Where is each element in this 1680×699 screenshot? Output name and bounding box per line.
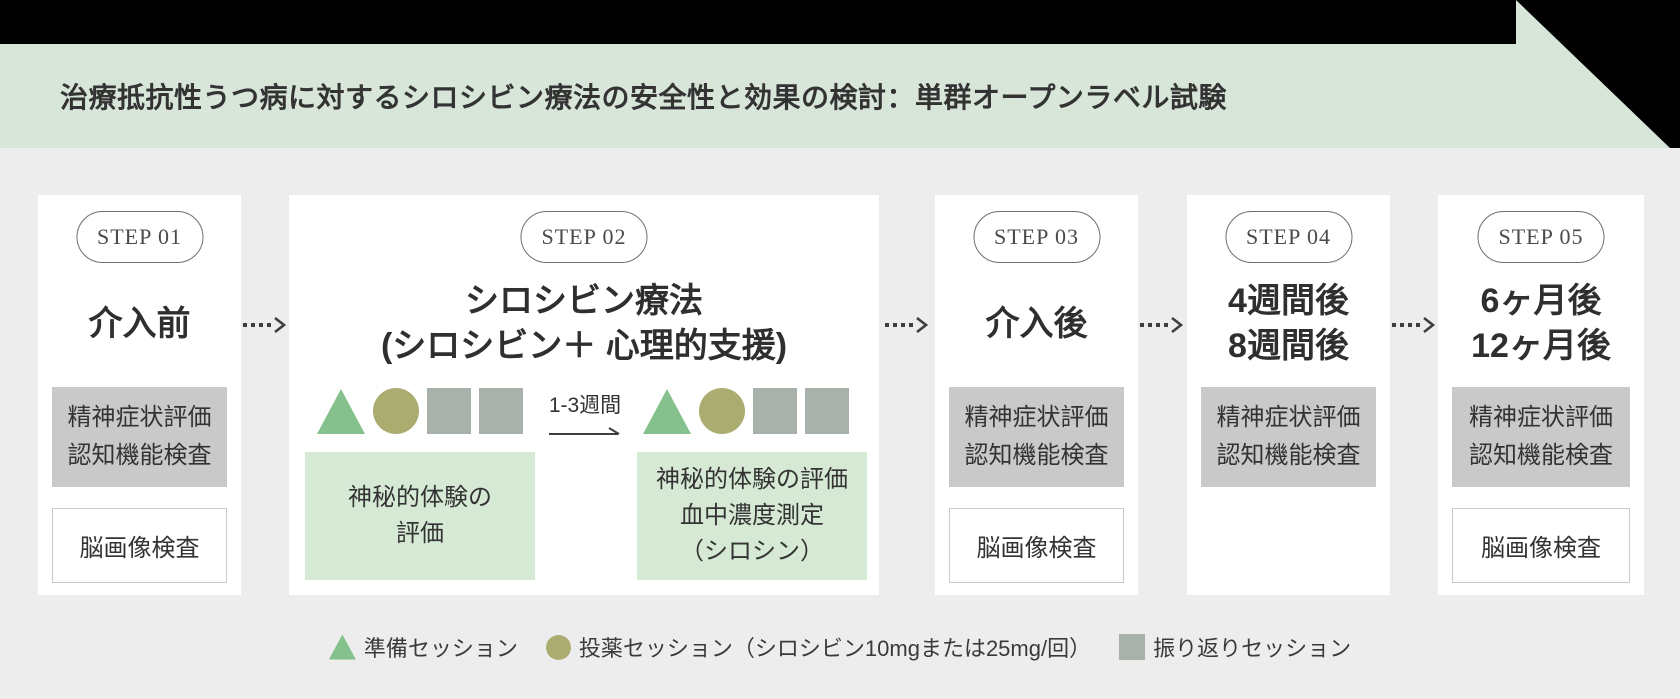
assessment-box-5: 精神症状評価 認知機能検査: [1452, 387, 1630, 487]
reflection-session-icon: [753, 388, 797, 434]
flow-arrow-icon: [243, 316, 287, 334]
step-card-5: STEP 05 6ヶ月後 12ヶ月後 精神症状評価 認知機能検査 脳画像検査: [1438, 195, 1644, 595]
flow-arrow-icon: [1392, 316, 1436, 334]
step-card-3: STEP 03 介入後 精神症状評価 認知機能検査 脳画像検査: [935, 195, 1138, 595]
flow-arrow-icon: [1140, 316, 1184, 334]
flow-arrow-icon: [885, 316, 929, 334]
interval: 1-3週間: [529, 389, 641, 440]
dosing-session-icon: [373, 388, 419, 434]
session-icons-before: [317, 388, 523, 434]
prep-session-icon: [317, 389, 365, 434]
legend-label-dosing: 投薬セッション（シロシビン10mgまたは25mg/回）: [578, 636, 1092, 661]
legend-item-prep: 準備セッション: [328, 631, 518, 663]
session-icons-after: [643, 388, 849, 434]
step-card-4: STEP 04 4週間後 8週間後 精神症状評価 認知機能検査: [1187, 195, 1390, 595]
prep-session-icon: [643, 389, 691, 434]
page-title: 治療抵抗性うつ病に対するシロシビン療法の安全性と効果の検討：単群オープンラベル試…: [60, 82, 1227, 113]
reflection-session-icon: [1119, 634, 1146, 660]
assessment-box-1: 精神症状評価 認知機能検査: [52, 387, 227, 487]
interval-arrow-icon: [549, 427, 620, 435]
imaging-box-5: 脳画像検査: [1452, 508, 1630, 583]
reflection-session-icon: [479, 388, 523, 434]
reflection-session-icon: [427, 388, 471, 434]
legend-item-dosing: 投薬セッション（シロシビン10mgまたは25mg/回）: [545, 631, 1092, 663]
step-heading-2: シロシビン療法 (シロシビン＋ 心理的支援): [380, 282, 788, 365]
step-badge-4: STEP 04: [1224, 211, 1353, 263]
dosing-session-icon: [545, 634, 571, 660]
imaging-box-3: 脳画像検査: [949, 508, 1124, 583]
step-heading-5: 6ヶ月後 12ヶ月後: [1471, 282, 1611, 365]
session-note-box-1: 神秘的体験の 評価: [305, 452, 535, 580]
assessment-box-4: 精神症状評価 認知機能検査: [1201, 387, 1376, 487]
assessment-box-3: 精神症状評価 認知機能検査: [949, 387, 1124, 487]
legend: 準備セッション 投薬セッション（シロシビン10mgまたは25mg/回） 振り返り…: [0, 630, 1680, 664]
legend-item-reflection: 振り返りセッション: [1119, 631, 1351, 663]
session-note-box-2: 神秘的体験の評価 血中濃度測定 （シロシン）: [637, 452, 867, 580]
step-badge-3: STEP 03: [972, 211, 1101, 263]
imaging-box-1: 脳画像検査: [52, 508, 227, 583]
step-badge-1: STEP 01: [75, 211, 204, 263]
step-badge-5: STEP 05: [1477, 211, 1605, 263]
step-badge-2: STEP 02: [520, 211, 648, 263]
step-heading-3: 介入後: [985, 304, 1088, 343]
step-card-2: STEP 02 シロシビン療法 (シロシビン＋ 心理的支援) 1-3週間 神秘的…: [289, 195, 879, 595]
interval-label: 1-3週間: [548, 394, 622, 417]
step-heading-4: 4週間後 8週間後: [1228, 282, 1349, 365]
top-bar: [0, 0, 1516, 44]
legend-label-prep: 準備セッション: [363, 636, 518, 661]
dosing-session-icon: [699, 388, 745, 434]
legend-label-reflection: 振り返りセッション: [1153, 636, 1352, 661]
prep-session-icon: [328, 634, 356, 660]
step-card-1: STEP 01 介入前 精神症状評価 認知機能検査 脳画像検査: [38, 195, 241, 595]
step-heading-1: 介入前: [88, 304, 191, 343]
reflection-session-icon: [805, 388, 849, 434]
